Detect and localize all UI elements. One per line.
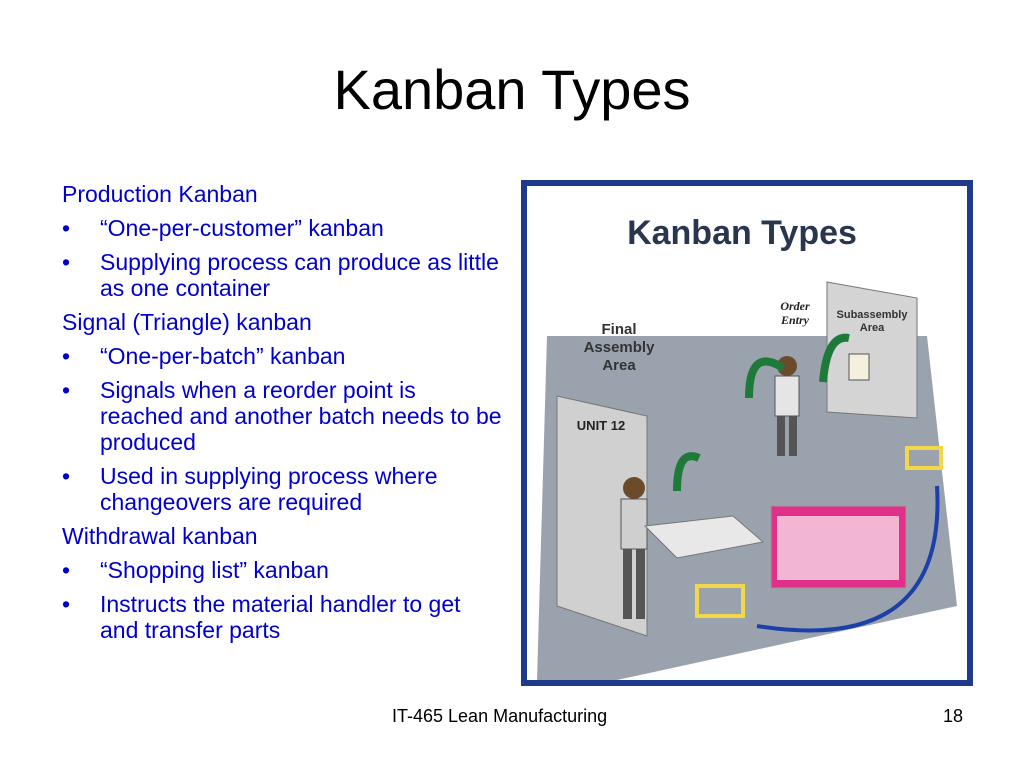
kanban-illustration: Kanban Types Subassembly Area Order Entr… bbox=[521, 180, 973, 686]
slide-body: Production Kanban • “One-per-customer” ka… bbox=[62, 181, 502, 651]
bullet-text: Signals when a reorder point is reached … bbox=[100, 377, 502, 455]
slide-number: 18 bbox=[943, 706, 964, 726]
bullet-item: • Supplying process can produce as little… bbox=[62, 249, 502, 301]
final-assembly-label: Final bbox=[601, 321, 636, 338]
line-operator-body bbox=[620, 498, 648, 550]
illustration-title: Kanban Types bbox=[627, 214, 857, 252]
section-production-kanban: Production Kanban • “One-per-customer” ka… bbox=[62, 181, 502, 301]
floor-marking bbox=[695, 584, 745, 618]
bullet-text: “One-per-batch” kanban bbox=[100, 343, 346, 369]
bullet-icon: • bbox=[62, 557, 71, 583]
subassembly-cabinet bbox=[826, 281, 918, 419]
bullet-text: Used in supplying process where changeov… bbox=[100, 463, 438, 515]
bullet-text: Instructs the material handler to get an… bbox=[100, 591, 461, 643]
section-heading: Production Kanban bbox=[62, 181, 258, 207]
bullet-icon: • bbox=[62, 463, 71, 489]
unit-label: UNIT 12 bbox=[577, 418, 625, 433]
material-handler-head bbox=[777, 356, 797, 376]
bullet-item: • Used in supplying process where changeo… bbox=[62, 463, 502, 515]
line-operator-leg bbox=[636, 549, 645, 619]
final-assembly-label: Assembly bbox=[584, 339, 656, 356]
slide-title: Kanban Types bbox=[333, 58, 691, 121]
bullet-item: • Signals when a reorder point is reached… bbox=[62, 377, 502, 455]
bullet-icon: • bbox=[62, 343, 71, 369]
green-arrow-icon bbox=[673, 452, 701, 492]
bullet-text: “Shopping list” kanban bbox=[100, 557, 329, 583]
blue-arrow-icon bbox=[756, 485, 940, 633]
material-handler-body bbox=[774, 375, 800, 417]
line-operator-leg bbox=[623, 549, 632, 619]
kanban-illustration-drawing: Kanban Types Subassembly Area Order Entr… bbox=[527, 186, 967, 680]
bullet-icon: • bbox=[62, 591, 71, 617]
green-arrow-icon bbox=[745, 357, 786, 399]
kanban-card-icon bbox=[848, 353, 870, 381]
section-heading: Signal (Triangle) kanban bbox=[62, 309, 312, 335]
section-withdrawal-kanban: Withdrawal kanban • “Shopping list” kanba… bbox=[62, 523, 502, 643]
kanban-board-slots bbox=[777, 516, 899, 580]
bullet-item: • Instructs the material handler to get a… bbox=[62, 591, 502, 643]
bullet-text: Supplying process can produce as little … bbox=[100, 249, 499, 301]
bullet-icon: • bbox=[62, 377, 71, 403]
bullet-item: • “Shopping list” kanban bbox=[62, 557, 502, 583]
floor-marking bbox=[905, 446, 943, 470]
subassembly-label: Area bbox=[860, 322, 885, 334]
final-assembly-label: Area bbox=[602, 357, 636, 374]
order-entry-label: Order bbox=[780, 299, 810, 313]
bullet-item: • “One-per-customer” kanban bbox=[62, 215, 502, 241]
workbench bbox=[643, 515, 765, 559]
line-operator-head bbox=[623, 477, 645, 499]
bullet-item: • “One-per-batch” kanban bbox=[62, 343, 502, 369]
subassembly-label: Subassembly bbox=[837, 309, 909, 321]
footer-course: IT-465 Lean Manufacturing bbox=[392, 706, 608, 726]
section-signal-kanban: Signal (Triangle) kanban • “One-per-batch… bbox=[62, 309, 502, 515]
bullet-icon: • bbox=[62, 215, 71, 241]
order-entry-label: Entry bbox=[780, 313, 810, 327]
section-heading: Withdrawal kanban bbox=[62, 523, 258, 549]
material-handler-leg bbox=[777, 416, 785, 456]
bullet-icon: • bbox=[62, 249, 71, 275]
bullet-text: “One-per-customer” kanban bbox=[100, 215, 384, 241]
material-handler-leg bbox=[789, 416, 797, 456]
green-arrow-icon bbox=[819, 333, 850, 383]
